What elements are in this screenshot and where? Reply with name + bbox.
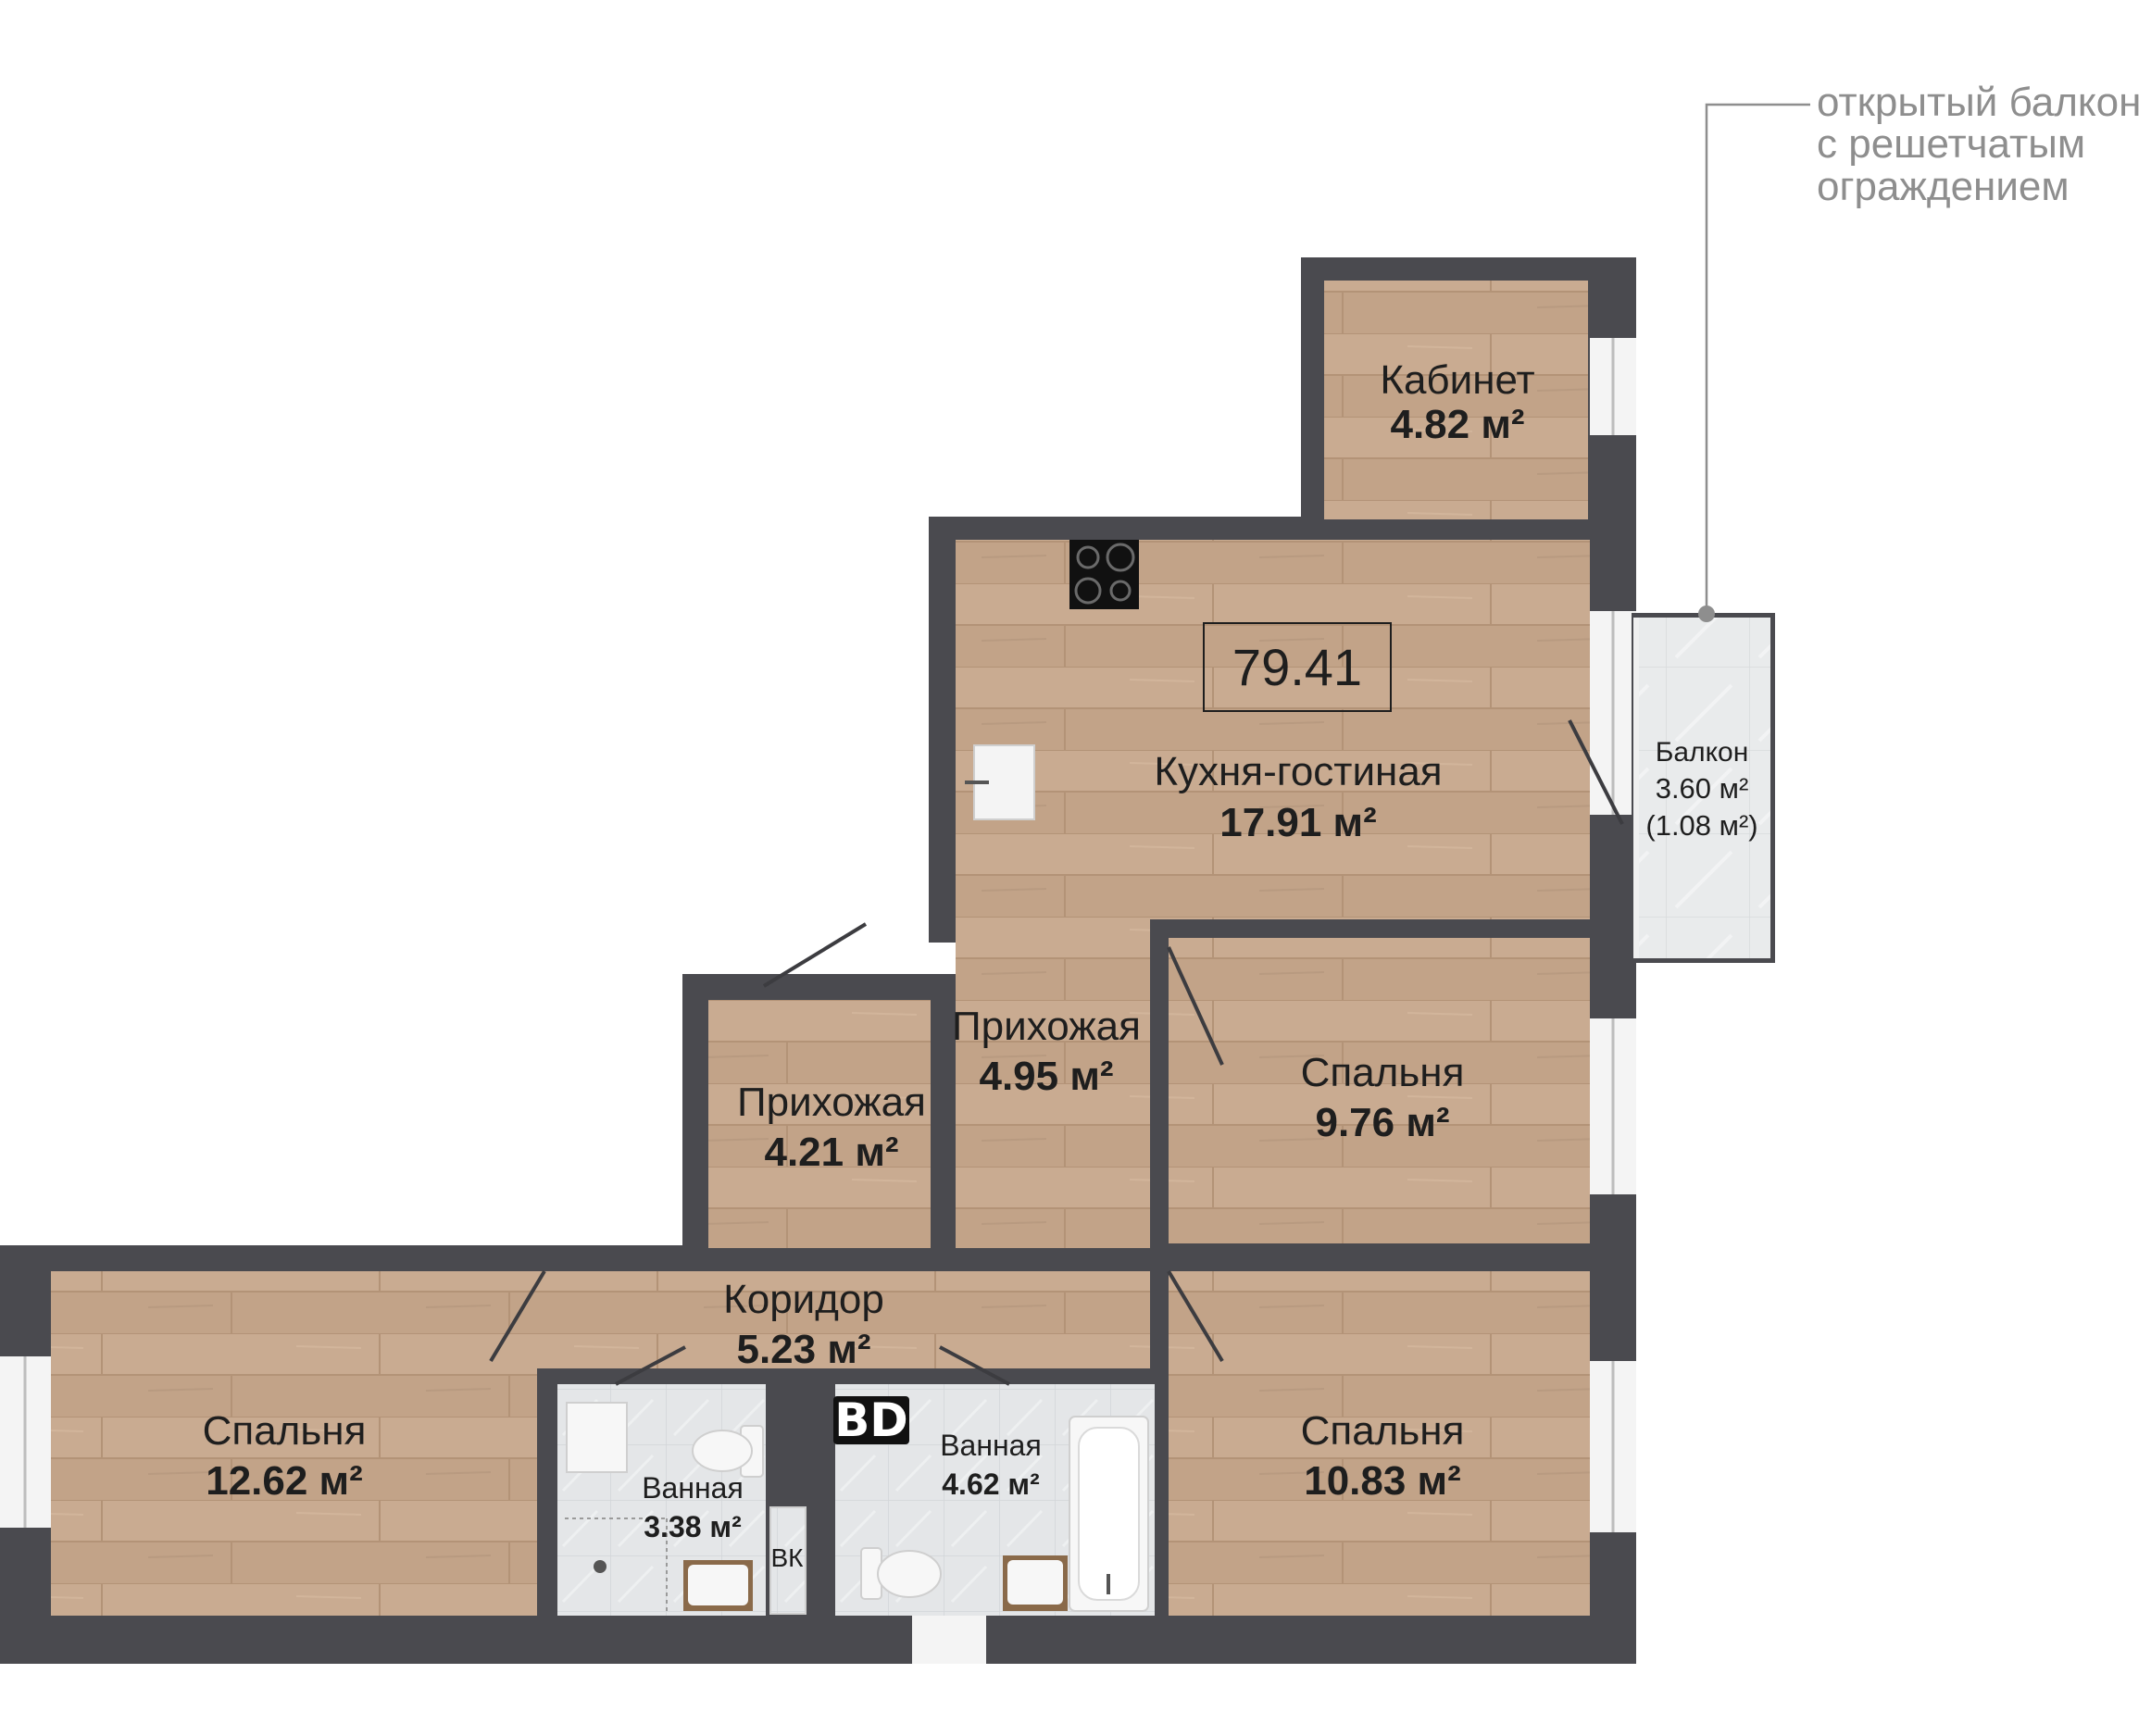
shower-icon [565,1517,668,1611]
room-name: Прихожая [737,1080,926,1125]
balcony-note-line: ограждением [1817,164,2070,209]
room-name: Коридор [723,1277,884,1322]
room-name: Кабинет [1380,357,1534,403]
windows [0,338,1636,1664]
interior-walls [537,519,1590,1620]
brand-logo: BD [833,1393,909,1447]
room-area-reduced: (1.08 м²) [1645,809,1757,842]
balcony [1632,613,1775,963]
room-area: 10.83 м² [1304,1458,1461,1504]
floor-corridor [537,1271,1150,1368]
bathtub-icon [1069,1416,1149,1612]
room-area: 3.60 м² [1656,772,1749,805]
entrance-door-gap [912,1616,986,1664]
total-area: 79.41 [1232,638,1362,696]
room-name: Кухня-гостиная [1154,749,1442,794]
room-name: Спальня [1301,1408,1465,1454]
kitchen-sink-icon [965,744,1035,820]
floor-vk [770,1507,806,1614]
balcony-note-line: с решетчатым [1817,121,2085,167]
room-area: 9.76 м² [1315,1100,1449,1145]
washing-machine-icon [566,1402,628,1473]
room-name: Балкон [1656,737,1749,768]
room-name: Спальня [203,1408,367,1454]
vk-label: ВК [771,1543,805,1572]
room-area: 4.95 м² [979,1054,1113,1099]
toilet-icon [860,1547,942,1600]
total-area-box: 79.41 [1203,622,1392,712]
room-labels: Кабинет 4.82 м² Кухня-гостиная 17.91 м² … [203,357,1758,1572]
room-area: 4.62 м² [942,1467,1040,1501]
vanity-sink-icon [683,1560,753,1611]
balcony-callout: открытый балкон с решетчатым ограждением [1698,80,2141,622]
vk-shaft [769,1506,807,1615]
floor-hall [956,938,1150,1248]
logo-text: BD [834,1393,908,1447]
toilet-icon [692,1425,764,1478]
room-area: 17.91 м² [1219,800,1377,845]
cooktop-icon [1069,540,1139,609]
floor-office [1324,281,1588,519]
room-area: 4.82 м² [1390,402,1524,447]
room-name: Спальня [1301,1050,1465,1095]
room-area: 12.62 м² [206,1458,363,1504]
room-name: Ванная [940,1429,1042,1462]
room-area: 4.21 м² [764,1130,898,1175]
floor-kitchen-living [956,540,1590,938]
floor-bedroom-small [1169,938,1590,1248]
room-name: Прихожая [952,1004,1141,1049]
balcony-note-line: открытый балкон [1817,80,2141,125]
room-area: 5.23 м² [736,1327,870,1372]
room-name: Ванная [642,1471,744,1505]
floor-entrance [708,1000,931,1248]
vanity-sink-icon [1003,1555,1068,1611]
floor-bedroom-left [51,1271,537,1616]
floor-bedroom-right [1169,1271,1590,1616]
door-swings [489,719,1624,1386]
room-area: 3.38 м² [644,1510,742,1543]
